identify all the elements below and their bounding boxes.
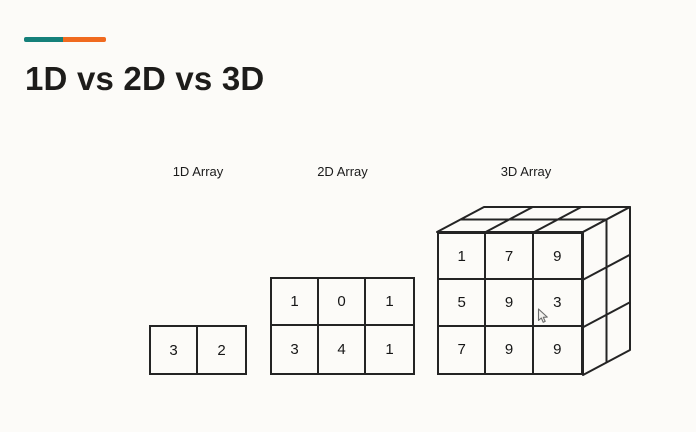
array-3d-cube-drawing	[436, 206, 631, 376]
array-2d-cell: 1	[366, 279, 413, 326]
array-2d-label: 2D Array	[317, 164, 368, 179]
array-1d-cell: 3	[151, 327, 198, 373]
array-1d-label: 1D Array	[172, 164, 224, 179]
array-3d-cell: 9	[553, 341, 562, 359]
array-2d-cell: 1	[385, 341, 394, 358]
page-title: 1D vs 2D vs 3D	[25, 60, 265, 97]
cube-right-row-line	[582, 253, 631, 281]
array-2d-cell: 4	[319, 326, 366, 373]
array-3d-cell: 9	[486, 280, 534, 327]
array-3d-cell: 3	[533, 280, 581, 327]
accent-bar-orange-segment	[63, 37, 106, 42]
array-3d-cell: 9	[486, 326, 534, 373]
array-1d-diagram: 3 2	[149, 325, 247, 375]
array-2d-cell: 3	[272, 326, 319, 373]
array-3d-cell: 5	[439, 280, 487, 327]
array-2d-diagram: 1 0 1 3 4 1	[270, 277, 415, 375]
cube-right-row-line	[582, 301, 631, 329]
accent-bar-teal-segment	[24, 37, 63, 42]
cube-top-column-line	[485, 206, 534, 233]
cube-top-column-line	[533, 206, 582, 233]
array-1d-cell: 2	[217, 341, 226, 359]
array-3d-cell: 7	[486, 234, 534, 281]
array-2d-cell: 0	[319, 279, 366, 326]
array-3d-cell: 7	[439, 326, 487, 373]
array-3d-cell: 1	[439, 234, 487, 281]
arrow-cursor-icon	[537, 308, 548, 323]
array-2d-cell: 1	[272, 279, 319, 326]
array-3d-label: 3D Array	[500, 164, 552, 179]
accent-bar	[24, 37, 106, 42]
array-3d-front-face: 1 7 9 5 9 3 7 9 9	[437, 232, 583, 375]
array-3d-cell: 9	[533, 234, 581, 281]
